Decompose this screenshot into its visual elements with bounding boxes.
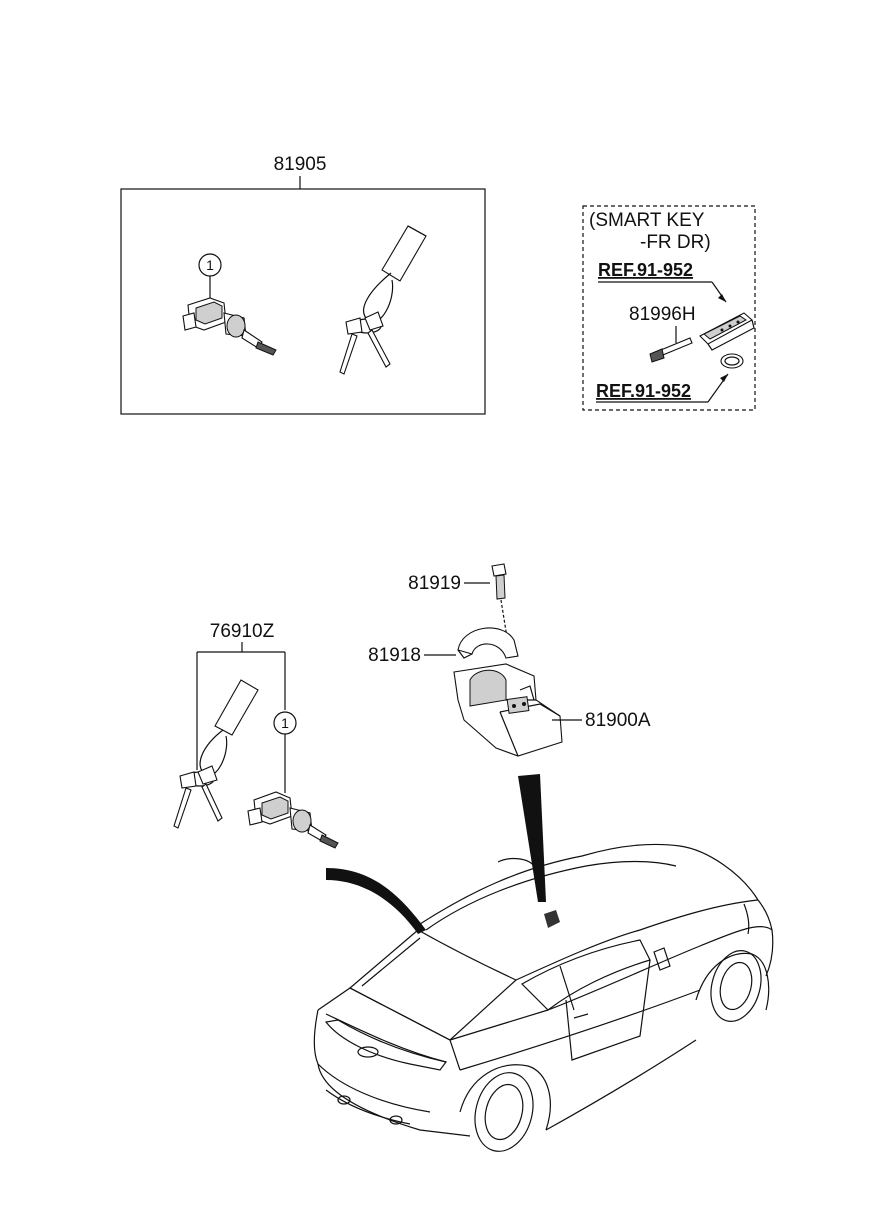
door-lock-cylinder-lower-icon xyxy=(247,791,339,849)
kit-76910z-group: 76910Z 1 xyxy=(173,621,339,849)
smart-key-title-2: -FR DR) xyxy=(640,232,711,253)
callout-1-top-text: 1 xyxy=(206,257,214,273)
callout-1-top: 1 xyxy=(198,253,222,302)
kit-81905-group: 81905 1 xyxy=(120,154,486,415)
callout-1-bottom-text: 1 xyxy=(281,715,289,731)
ref-top: REF.91-952 xyxy=(598,260,693,280)
ignition-location-mark xyxy=(544,910,560,928)
smart-key-fob-icon xyxy=(699,312,755,351)
ignition-assembly-group: 81919 81918 81900A xyxy=(368,563,651,757)
label-81900a: 81900A xyxy=(585,710,651,731)
battery-icon xyxy=(720,353,744,369)
smart-key-title-1: (SMART KEY xyxy=(589,210,705,231)
label-81918: 81918 xyxy=(368,645,421,666)
label-81919: 81919 xyxy=(408,573,461,594)
ignition-lock-body-icon xyxy=(453,663,563,757)
arrow-to-door xyxy=(326,868,426,934)
clamp-bracket-icon xyxy=(457,627,519,659)
car-illustration xyxy=(313,843,774,1152)
arrow-to-ignition xyxy=(518,774,546,902)
label-76910z: 76910Z xyxy=(210,621,275,642)
label-81996h: 81996H xyxy=(629,304,696,325)
key-set-lower-icon xyxy=(173,679,259,829)
key-set-icon xyxy=(339,225,427,375)
door-lock-cylinder-icon xyxy=(182,297,277,356)
smart-key-group: (SMART KEY -FR DR) REF.91-952 81996H REF… xyxy=(582,205,756,411)
smart-key-box xyxy=(582,205,756,411)
label-81905: 81905 xyxy=(274,154,327,175)
callout-1-bottom: 1 xyxy=(273,711,297,793)
kit-box xyxy=(120,188,486,415)
emergency-key-icon xyxy=(649,337,693,363)
ref-bottom: REF.91-952 xyxy=(596,381,691,401)
